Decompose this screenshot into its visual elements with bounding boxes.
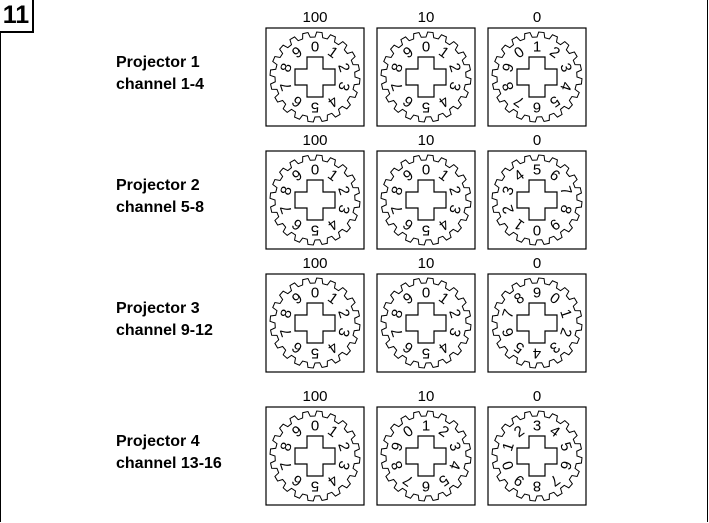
dial-digit: 4 bbox=[533, 345, 541, 362]
dial-cross-slot bbox=[405, 302, 447, 344]
projector-label: Projector 2 channel 5-8 bbox=[116, 175, 266, 219]
dial-digit: 5 bbox=[311, 99, 319, 116]
dial-digit: 5 bbox=[422, 222, 430, 239]
projector-name: Projector 3 bbox=[116, 300, 200, 317]
dial-digit: 0 bbox=[422, 39, 430, 56]
dial-cross-slot bbox=[405, 56, 447, 98]
projector-name: Projector 1 bbox=[116, 54, 200, 71]
switch-title: 10 bbox=[417, 132, 435, 149]
switch-title: 10 bbox=[417, 388, 435, 405]
dial-digit: 5 bbox=[311, 222, 319, 239]
dial-digit: 0 bbox=[422, 162, 430, 179]
dial-digit: 0 bbox=[422, 285, 430, 302]
step-number-badge: 11 bbox=[0, 0, 34, 33]
dial-cross-slot bbox=[516, 179, 558, 221]
dial-digit: 5 bbox=[533, 162, 541, 179]
projector-label: Projector 1 channel 1-4 bbox=[116, 52, 266, 96]
projector-channel-range: channel 13-16 bbox=[116, 455, 222, 472]
dial-cross-slot bbox=[405, 435, 447, 477]
dial-digit: 3 bbox=[533, 418, 541, 435]
dial-digit: 5 bbox=[311, 478, 319, 495]
switch-title: 0 bbox=[532, 388, 542, 405]
dial-cross-slot bbox=[294, 179, 336, 221]
dial-cross-slot bbox=[294, 56, 336, 98]
dial-digit: 8 bbox=[533, 478, 541, 495]
projector-name: Projector 2 bbox=[116, 177, 200, 194]
projector-label: Projector 3 channel 9-12 bbox=[116, 298, 266, 342]
dial-cross-slot bbox=[294, 302, 336, 344]
dial-digit: 0 bbox=[311, 418, 319, 435]
dial-cross-slot bbox=[516, 56, 558, 98]
switch-title: 10 bbox=[417, 255, 435, 272]
dial-digit: 5 bbox=[311, 345, 319, 362]
dial-cross-slot bbox=[516, 435, 558, 477]
dial-digit: 0 bbox=[533, 222, 541, 239]
switch-title: 100 bbox=[302, 9, 328, 26]
dial-digit: 0 bbox=[311, 162, 319, 179]
dial-digit: 1 bbox=[422, 418, 430, 435]
switch-title: 0 bbox=[532, 9, 542, 26]
dial-digit: 5 bbox=[422, 345, 430, 362]
projector-label: Projector 4 channel 13-16 bbox=[116, 431, 266, 475]
projector-channel-range: channel 5-8 bbox=[116, 199, 205, 216]
switch-title: 0 bbox=[532, 132, 542, 149]
projector-name: Projector 4 bbox=[116, 433, 200, 450]
switch-title: 0 bbox=[532, 255, 542, 272]
switch-title: 100 bbox=[302, 132, 328, 149]
dial-cross-slot bbox=[294, 435, 336, 477]
switch-title: 10 bbox=[417, 9, 435, 26]
dial-digit: 9 bbox=[533, 285, 541, 302]
dial-digit: 0 bbox=[311, 39, 319, 56]
switch-title: 100 bbox=[302, 388, 328, 405]
dial-cross-slot bbox=[516, 302, 558, 344]
projector-channel-range: channel 1-4 bbox=[116, 76, 205, 93]
switch-title: 100 bbox=[302, 255, 328, 272]
projector-channel-range: channel 9-12 bbox=[116, 322, 213, 339]
dial-cross-slot bbox=[405, 179, 447, 221]
dial-digit: 0 bbox=[311, 285, 319, 302]
dial-digit: 1 bbox=[533, 39, 541, 56]
dial-digit: 6 bbox=[533, 99, 541, 116]
dial-digit: 6 bbox=[422, 478, 430, 495]
dial-digit: 5 bbox=[422, 99, 430, 116]
